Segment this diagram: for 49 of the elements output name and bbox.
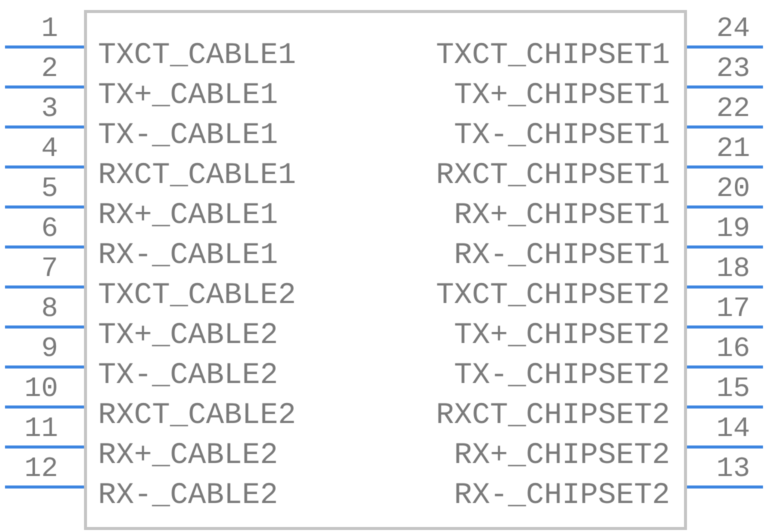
pin-number: 12: [24, 456, 58, 484]
pin-number: 13: [716, 456, 750, 484]
pin-number: 6: [41, 216, 58, 244]
pin-name: TX+_CABLE1: [98, 81, 278, 111]
pin-name: TX-_CHIPSET2: [454, 361, 670, 391]
pin-number: 15: [716, 376, 750, 404]
pin-number: 4: [41, 136, 58, 164]
pin-number: 16: [716, 336, 750, 364]
pin-name: RX-_CABLE1: [98, 241, 278, 271]
pin-name: TXCT_CHIPSET1: [436, 41, 670, 71]
pin-number: 21: [716, 136, 750, 164]
pin-name: RX+_CHIPSET2: [454, 441, 670, 471]
pin-number: 17: [716, 296, 750, 324]
pin-number: 10: [24, 376, 58, 404]
pin-number: 19: [716, 216, 750, 244]
pin-name: TX-_CABLE2: [98, 361, 278, 391]
pin-number: 7: [41, 256, 58, 284]
pin-name: TX+_CHIPSET2: [454, 321, 670, 351]
pin-number: 11: [24, 416, 58, 444]
pin-name: RX-_CABLE2: [98, 481, 278, 511]
pin-name: TX+_CABLE2: [98, 321, 278, 351]
pin-number: 22: [716, 96, 750, 124]
pin-name: RXCT_CHIPSET2: [436, 401, 670, 431]
pin-name: RX-_CHIPSET2: [454, 481, 670, 511]
pin-number: 23: [716, 56, 750, 84]
pin-number: 24: [716, 16, 750, 44]
pin-name: RXCT_CABLE2: [98, 401, 296, 431]
pin-name: TXCT_CABLE1: [98, 41, 296, 71]
pin-name: RXCT_CABLE1: [98, 161, 296, 191]
pin-number: 20: [716, 176, 750, 204]
pin-number: 2: [41, 56, 58, 84]
pin-number: 3: [41, 96, 58, 124]
pin-number: 5: [41, 176, 58, 204]
ic-body: [84, 10, 687, 530]
pin-name: TXCT_CHIPSET2: [436, 281, 670, 311]
pin-number: 8: [41, 296, 58, 324]
pin-name: RX+_CABLE2: [98, 441, 278, 471]
pin-name: TX-_CABLE1: [98, 121, 278, 151]
pin-name: RX-_CHIPSET1: [454, 241, 670, 271]
pin-number: 9: [41, 336, 58, 364]
pin-name: TX+_CHIPSET1: [454, 81, 670, 111]
pin-number: 1: [41, 16, 58, 44]
pin-number: 14: [716, 416, 750, 444]
pin-name: TX-_CHIPSET1: [454, 121, 670, 151]
pin-name: TXCT_CABLE2: [98, 281, 296, 311]
pin-name: RX+_CABLE1: [98, 201, 278, 231]
pin-number: 18: [716, 256, 750, 284]
pin-name: RX+_CHIPSET1: [454, 201, 670, 231]
pin-name: RXCT_CHIPSET1: [436, 161, 670, 191]
